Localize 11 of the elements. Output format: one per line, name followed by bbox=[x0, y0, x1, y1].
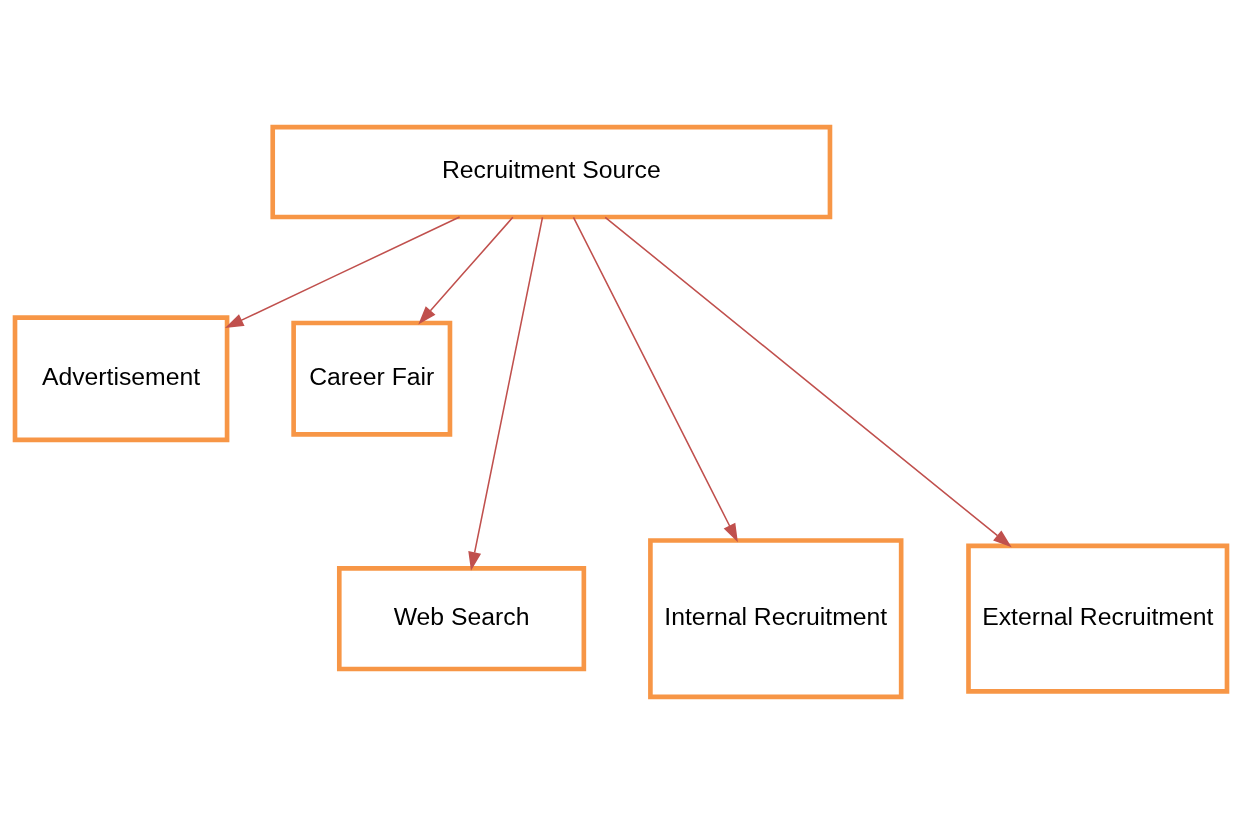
node-box: Web Search bbox=[336, 565, 587, 671]
node-box: Advertisement bbox=[12, 314, 230, 442]
arrow bbox=[224, 215, 461, 328]
arrow bbox=[572, 216, 738, 542]
node-box: Career Fair bbox=[291, 320, 453, 437]
node-box: Internal Recruitment bbox=[648, 537, 904, 699]
node-box: Recruitment Source bbox=[270, 124, 833, 219]
arrow bbox=[468, 216, 544, 571]
node-box: External Recruitment bbox=[966, 543, 1230, 694]
arrow bbox=[418, 216, 514, 324]
arrow bbox=[604, 216, 1012, 547]
